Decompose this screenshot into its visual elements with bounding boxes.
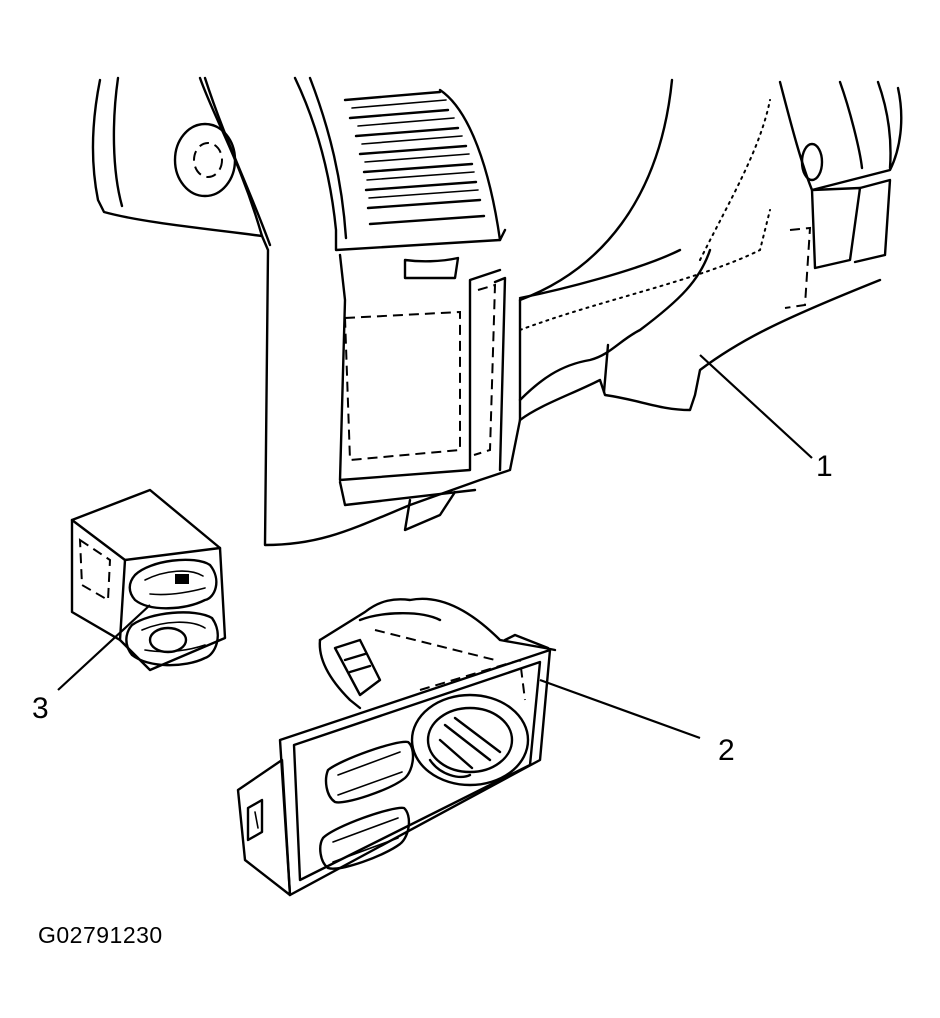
callout-3: 3 [32, 692, 49, 725]
leader-line-2 [539, 678, 701, 740]
callout-1: 1 [816, 450, 833, 483]
air-vent-louvers [343, 90, 486, 226]
leader-line-3 [57, 604, 151, 691]
switch-module-drawing [70, 488, 227, 672]
headlamp-switch-drawing [236, 597, 557, 897]
figure-id-label: G02791230 [38, 922, 163, 948]
instrument-panel-trim [91, 76, 903, 547]
leader-line-1 [699, 354, 813, 459]
callout-2: 2 [718, 734, 735, 767]
